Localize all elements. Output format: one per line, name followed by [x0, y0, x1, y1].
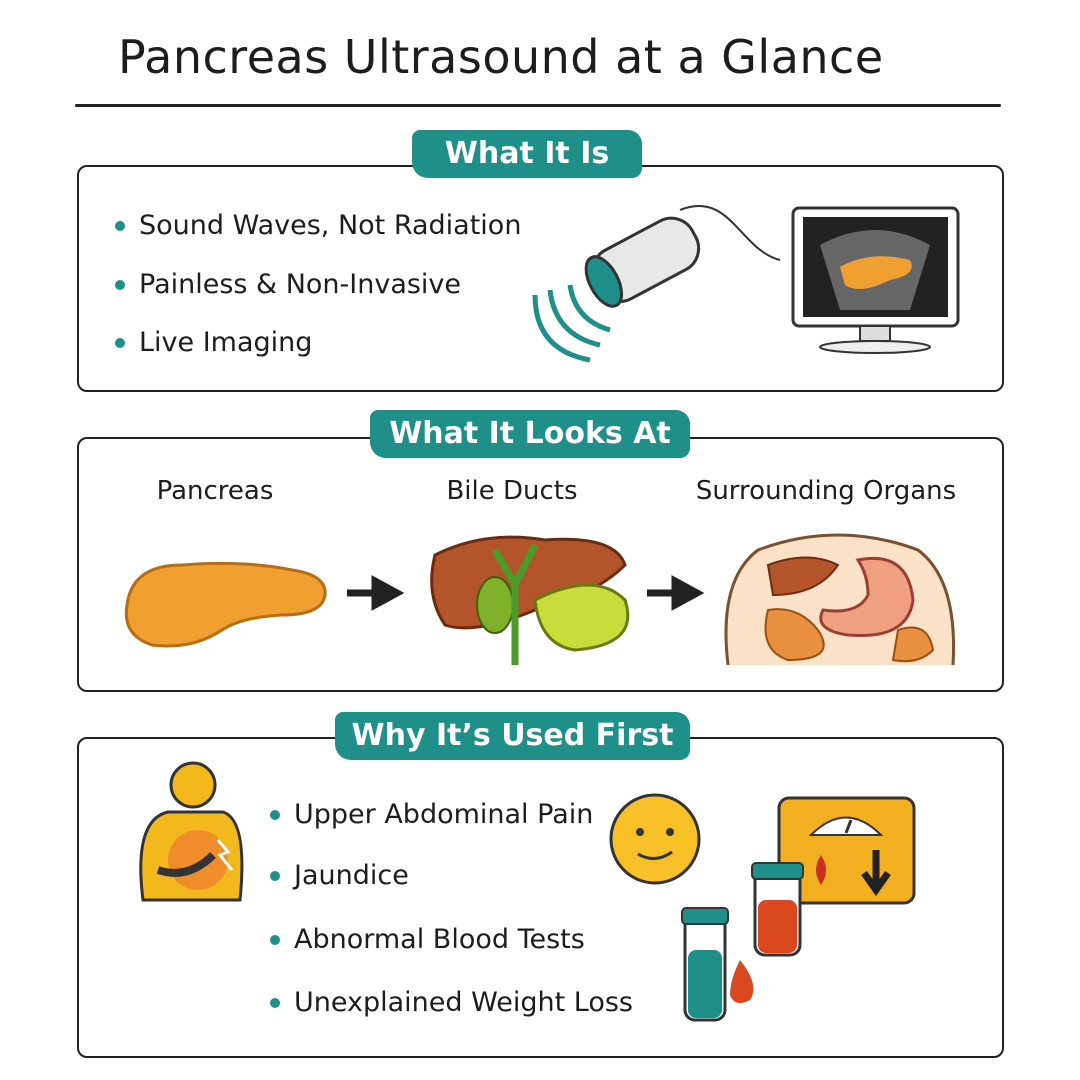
bullet-item: Unexplained Weight Loss — [270, 987, 633, 1018]
bullet-item: Upper Abdominal Pain — [270, 799, 593, 830]
bullet-dot-icon — [115, 220, 125, 231]
monitor-icon — [791, 206, 960, 354]
bullet-item: Jaundice — [270, 860, 409, 891]
bullet-dot-icon — [115, 337, 125, 348]
bullet-item: Abnormal Blood Tests — [270, 924, 585, 955]
section-heading-what-it-looks-at: What It Looks At — [370, 410, 690, 458]
bile-ducts-icon — [430, 535, 630, 665]
abdominal-pain-person-icon — [139, 761, 244, 902]
item-label-bile-ducts: Bile Ducts — [446, 476, 578, 506]
weight-scale-icon — [777, 796, 916, 905]
item-label-pancreas: Pancreas — [156, 476, 274, 506]
ultrasound-probe-icon — [532, 204, 781, 363]
bullet-dot-icon — [270, 997, 280, 1008]
blood-test-tubes-icon — [681, 862, 804, 1022]
section-heading-what-it-is: What It Is — [412, 130, 642, 178]
bullet-dot-icon — [115, 279, 125, 290]
bullet-dot-icon — [270, 934, 280, 945]
item-label-surrounding-organs: Surrounding Organs — [695, 476, 957, 506]
organs-icon — [724, 533, 956, 666]
section-heading-why-used-first: Why It’s Used First — [335, 712, 690, 760]
bullet-item: Painless & Non-Invasive — [115, 269, 461, 300]
bullet-dot-icon — [270, 809, 280, 820]
arrow-right-icon — [647, 575, 705, 611]
bullet-dot-icon — [270, 870, 280, 881]
bullet-item: Live Imaging — [115, 327, 312, 358]
bullet-item: Sound Waves, Not Radiation — [115, 210, 521, 241]
smiley-face-icon — [609, 793, 701, 885]
title-divider — [75, 104, 1001, 107]
pancreas-icon — [124, 561, 327, 648]
arrow-right-icon — [347, 575, 405, 611]
page-title: Pancreas Ultrasound at a Glance — [118, 30, 884, 84]
